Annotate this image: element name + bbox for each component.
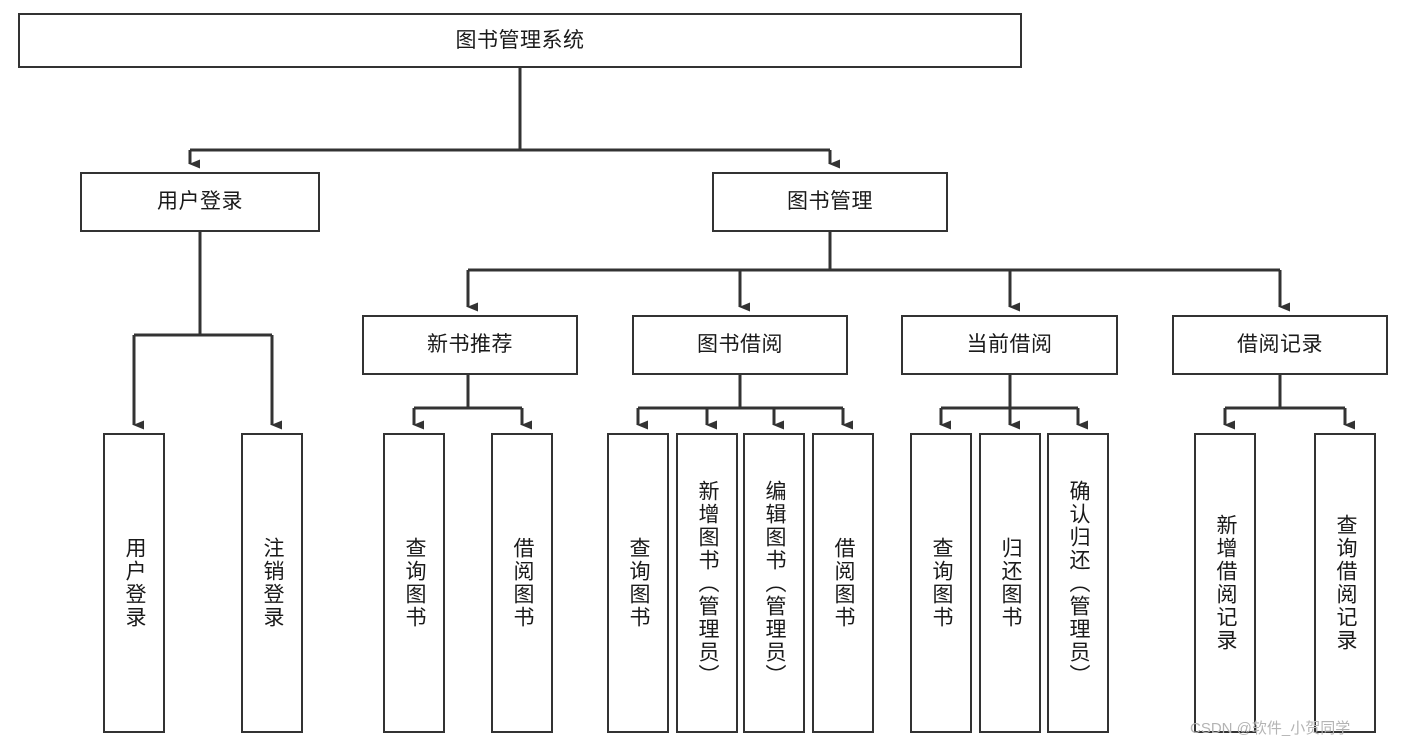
node-leaf-query-record[interactable]: 查询借阅记录 [1314,433,1376,733]
node-leaf-query-book-2-label: 查询图书 [627,537,651,629]
node-leaf-user-login-label: 用户登录 [123,537,147,629]
node-leaf-borrow-book-1[interactable]: 借阅图书 [491,433,553,733]
node-leaf-confirm-return-label: 确认归还（管理员） [1067,479,1091,687]
node-leaf-add-record[interactable]: 新增借阅记录 [1194,433,1256,733]
node-borrow-record[interactable]: 借阅记录 [1172,315,1388,375]
node-leaf-borrow-book-2[interactable]: 借阅图书 [812,433,874,733]
csdn-watermark: CSDN @软件_小贺同学 [1190,720,1351,737]
node-leaf-query-book-1-label: 查询图书 [403,537,427,629]
node-leaf-edit-book[interactable]: 编辑图书（管理员） [743,433,805,733]
node-leaf-user-login[interactable]: 用户登录 [103,433,165,733]
node-leaf-query-book-2[interactable]: 查询图书 [607,433,669,733]
node-book-borrow-label: 图书借阅 [697,333,783,357]
node-leaf-confirm-return[interactable]: 确认归还（管理员） [1047,433,1109,733]
node-leaf-query-book-1[interactable]: 查询图书 [383,433,445,733]
node-leaf-return-book-label: 归还图书 [999,537,1023,629]
node-book-manage[interactable]: 图书管理 [712,172,948,232]
node-leaf-return-book[interactable]: 归还图书 [979,433,1041,733]
node-new-book-recommend[interactable]: 新书推荐 [362,315,578,375]
node-root[interactable]: 图书管理系统 [18,13,1022,68]
node-user-login-label: 用户登录 [157,190,243,214]
node-current-borrow-label: 当前借阅 [966,333,1053,357]
node-leaf-add-book[interactable]: 新增图书（管理员） [676,433,738,733]
node-leaf-edit-book-label: 编辑图书（管理员） [763,479,787,687]
node-leaf-user-logout-label: 注销登录 [261,537,285,629]
node-leaf-add-record-label: 新增借阅记录 [1214,514,1238,652]
node-leaf-query-book-3-label: 查询图书 [930,537,954,629]
node-leaf-query-book-3[interactable]: 查询图书 [910,433,972,733]
node-leaf-query-record-label: 查询借阅记录 [1334,514,1358,652]
node-new-book-recommend-label: 新书推荐 [427,333,513,357]
node-leaf-borrow-book-1-label: 借阅图书 [511,537,535,629]
node-current-borrow[interactable]: 当前借阅 [901,315,1118,375]
node-book-manage-label: 图书管理 [787,190,873,214]
node-book-borrow[interactable]: 图书借阅 [632,315,848,375]
node-user-login[interactable]: 用户登录 [80,172,320,232]
node-leaf-add-book-label: 新增图书（管理员） [696,479,720,687]
node-borrow-record-label: 借阅记录 [1237,333,1323,357]
node-root-label: 图书管理系统 [455,28,585,52]
node-leaf-borrow-book-2-label: 借阅图书 [832,537,856,629]
node-leaf-user-logout[interactable]: 注销登录 [241,433,303,733]
